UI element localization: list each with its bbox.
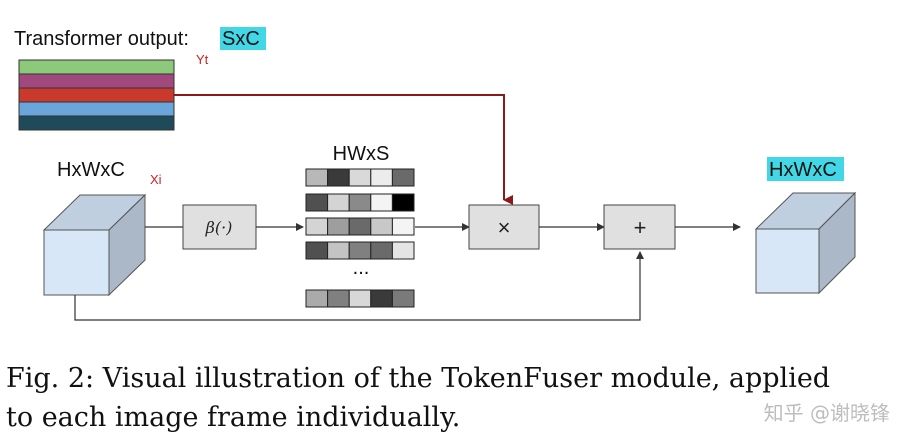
token-cell	[391, 217, 415, 236]
input-shape-label: HxWxC	[57, 159, 125, 181]
token-cell	[370, 193, 393, 212]
token-cell	[391, 289, 415, 308]
token-cell	[327, 241, 350, 260]
token-cell	[305, 168, 329, 187]
beta-label: β(·)	[205, 218, 233, 237]
token-matrix	[305, 168, 415, 308]
token-cell	[348, 217, 372, 236]
token-cell	[348, 168, 372, 187]
beta-box	[182, 204, 257, 250]
token-row	[305, 289, 415, 308]
skip-connection-arrow	[74, 251, 644, 321]
token-cell	[370, 289, 393, 308]
token-cell	[370, 168, 393, 187]
token-cell	[327, 289, 350, 308]
token-cell	[305, 217, 329, 236]
token-cell	[348, 193, 372, 212]
transformer-output-label: Transformer output:	[14, 28, 189, 50]
input-cube	[42, 193, 147, 297]
transformer-shape-label: SxC	[222, 28, 260, 50]
multiply-label: ×	[498, 215, 511, 240]
token-row	[305, 217, 415, 236]
token-row	[305, 241, 415, 260]
output-shape-highlight	[767, 157, 844, 181]
token-cell	[348, 289, 372, 308]
token-cell	[305, 193, 329, 212]
caption-line-1: Fig. 2: Visual illustration of the Token…	[6, 363, 830, 394]
token-cell	[327, 217, 350, 236]
token-cell	[305, 289, 329, 308]
token-cell	[370, 241, 393, 260]
token-row	[305, 193, 415, 212]
token-cell	[391, 193, 415, 212]
output-cube	[754, 191, 857, 295]
transformer-token-stack	[18, 59, 175, 131]
token-matrix-label: HWxS	[333, 143, 390, 165]
token-cell	[305, 241, 329, 260]
watermark-text: 知乎 @谢晓锋	[764, 401, 890, 425]
token-cell	[327, 168, 350, 187]
yt-label: Yt	[196, 52, 209, 67]
xi-label: Xi	[150, 172, 162, 187]
token-cell	[327, 193, 350, 212]
shape-highlight	[220, 27, 266, 50]
token-cell	[391, 241, 415, 260]
transformer-arrow	[174, 94, 513, 205]
add-label: +	[634, 215, 647, 240]
token-cell	[391, 168, 415, 187]
token-cell	[370, 217, 393, 236]
token-matrix-ellipsis: ...	[353, 257, 370, 279]
caption-line-2: to each image frame individually.	[6, 402, 460, 433]
token-row	[305, 168, 415, 187]
output-shape-label: HxWxC	[769, 159, 837, 181]
